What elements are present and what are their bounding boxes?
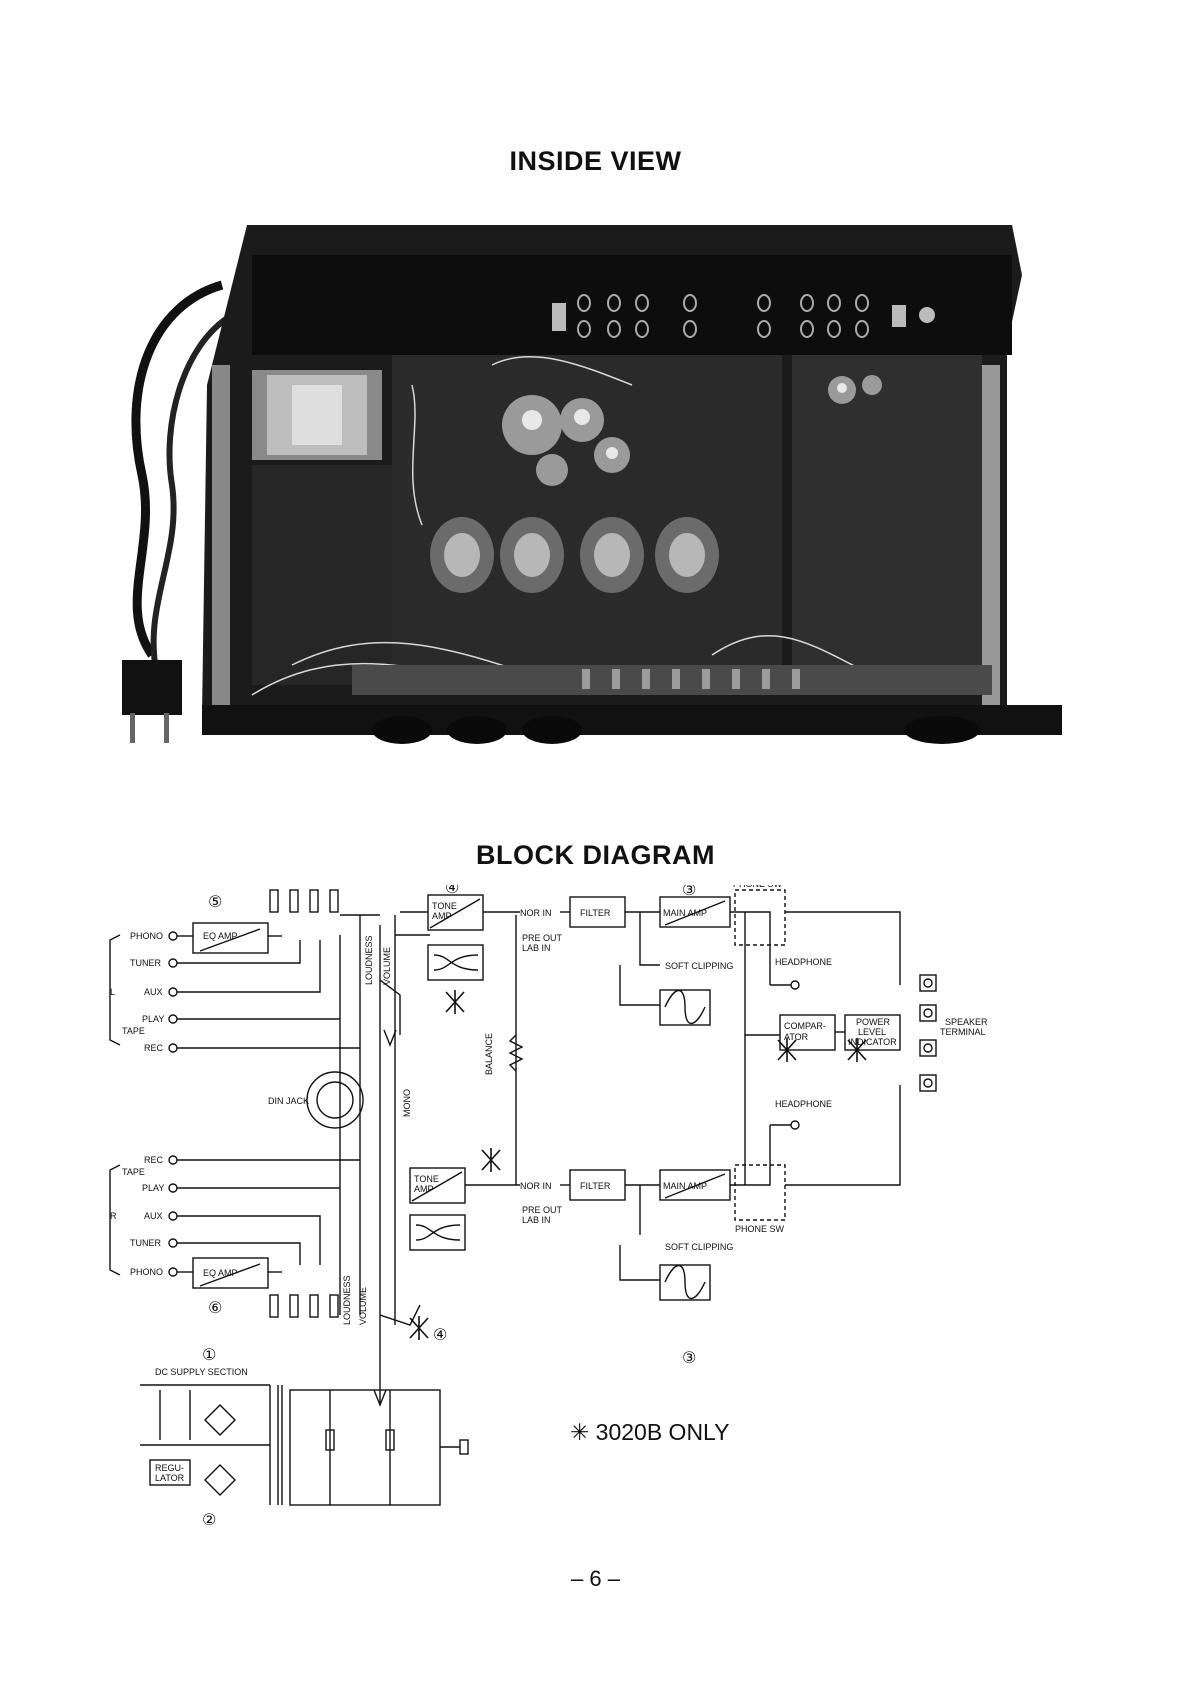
pre-out-l-label-1: PRE OUT [522, 933, 563, 943]
tone-amp-r-label-2: AMP [414, 1184, 434, 1194]
comparator-label-1: COMPAR- [784, 1021, 826, 1031]
phone-sw-l-label: PHONE SW [733, 885, 783, 889]
input-l-aux: AUX [144, 987, 163, 997]
volume-l-label: VOLUME [382, 947, 392, 985]
tone-amp-l-label-1: TONE [432, 901, 457, 911]
din-jack-label: DIN JACK [268, 1096, 309, 1106]
marker-4-bottom: ④ [433, 1327, 447, 1344]
power-level-label-2: LEVEL [858, 1027, 886, 1037]
eq-amp-r-label: EQ AMP [203, 1268, 238, 1278]
input-l-phono: PHONO [130, 931, 163, 941]
phone-sw-r-label: PHONE SW [735, 1224, 785, 1234]
pre-out-r-label-2: LAB IN [522, 1215, 551, 1225]
pre-out-l-label-2: LAB IN [522, 943, 551, 953]
tone-amp-l-label-2: AMP [432, 911, 452, 921]
input-l-tape: TAPE [122, 1026, 145, 1036]
page-number: – 6 – [571, 1566, 620, 1591]
headphone-r-label: HEADPHONE [775, 1099, 832, 1109]
marker-3-top: ③ [682, 885, 696, 899]
loudness-r-label: LOUDNESS [342, 1275, 352, 1325]
inside-view-title: INSIDE VIEW [509, 146, 682, 176]
headphone-l-label: HEADPHONE [775, 957, 832, 967]
block-diagram-title: BLOCK DIAGRAM [476, 840, 715, 870]
input-l-tuner: TUNER [130, 958, 161, 968]
side-label-r: R [110, 1211, 117, 1221]
input-l-rec: REC [144, 1043, 164, 1053]
regulator-label-1: REGU- [155, 1463, 184, 1473]
comparator-label-2: ATOR [784, 1032, 809, 1042]
marker-4-top: ④ [445, 885, 459, 897]
input-r-tuner: TUNER [130, 1238, 161, 1248]
tone-amp-r-label-1: TONE [414, 1174, 439, 1184]
marker-3-bottom: ③ [682, 1350, 696, 1367]
marker-6: ⑥ [208, 1300, 222, 1317]
balance-label: BALANCE [484, 1033, 494, 1075]
nor-in-r-label: NOR IN [520, 1181, 552, 1191]
input-l-play: PLAY [142, 1014, 164, 1024]
input-r-tape: TAPE [122, 1167, 145, 1177]
main-amp-r-label: MAIN AMP [663, 1181, 707, 1191]
input-r-phono: PHONO [130, 1267, 163, 1277]
power-level-label-1: POWER [856, 1017, 891, 1027]
soft-clipping-r-label: SOFT CLIPPING [665, 1242, 733, 1252]
marker-2: ② [202, 1512, 216, 1529]
marker-5: ⑤ [208, 894, 222, 911]
loudness-l-label: LOUDNESS [364, 935, 374, 985]
volume-r-label: VOLUME [358, 1287, 368, 1325]
input-r-aux: AUX [144, 1211, 163, 1221]
filter-l-label: FILTER [580, 908, 611, 918]
input-r-play: PLAY [142, 1183, 164, 1193]
dc-supply-label: DC SUPPLY SECTION [155, 1367, 248, 1377]
pre-out-r-label-1: PRE OUT [522, 1205, 563, 1215]
speaker-terminal-label-2: TERMINAL [940, 1027, 986, 1037]
model-note: ✳ 3020B ONLY [570, 1419, 729, 1445]
inside-view-photo [122, 225, 1062, 744]
soft-clipping-l-label: SOFT CLIPPING [665, 961, 733, 971]
speaker-terminal-label-1: SPEAKER [945, 1017, 988, 1027]
nor-in-l-label: NOR IN [520, 908, 552, 918]
eq-amp-l-label: EQ AMP [203, 931, 238, 941]
power-level-label-3: INDICATOR [848, 1037, 897, 1047]
marker-1: ① [202, 1347, 216, 1364]
input-r-rec: REC [144, 1155, 164, 1165]
regulator-label-2: LATOR [155, 1473, 185, 1483]
main-amp-l-label: MAIN AMP [663, 908, 707, 918]
block-diagram: PHONO TUNER AUX PLAY TAPE REC L REC TAPE… [109, 885, 988, 1529]
mono-label: MONO [402, 1089, 412, 1117]
filter-r-label: FILTER [580, 1181, 611, 1191]
side-label-l: L [110, 987, 115, 997]
